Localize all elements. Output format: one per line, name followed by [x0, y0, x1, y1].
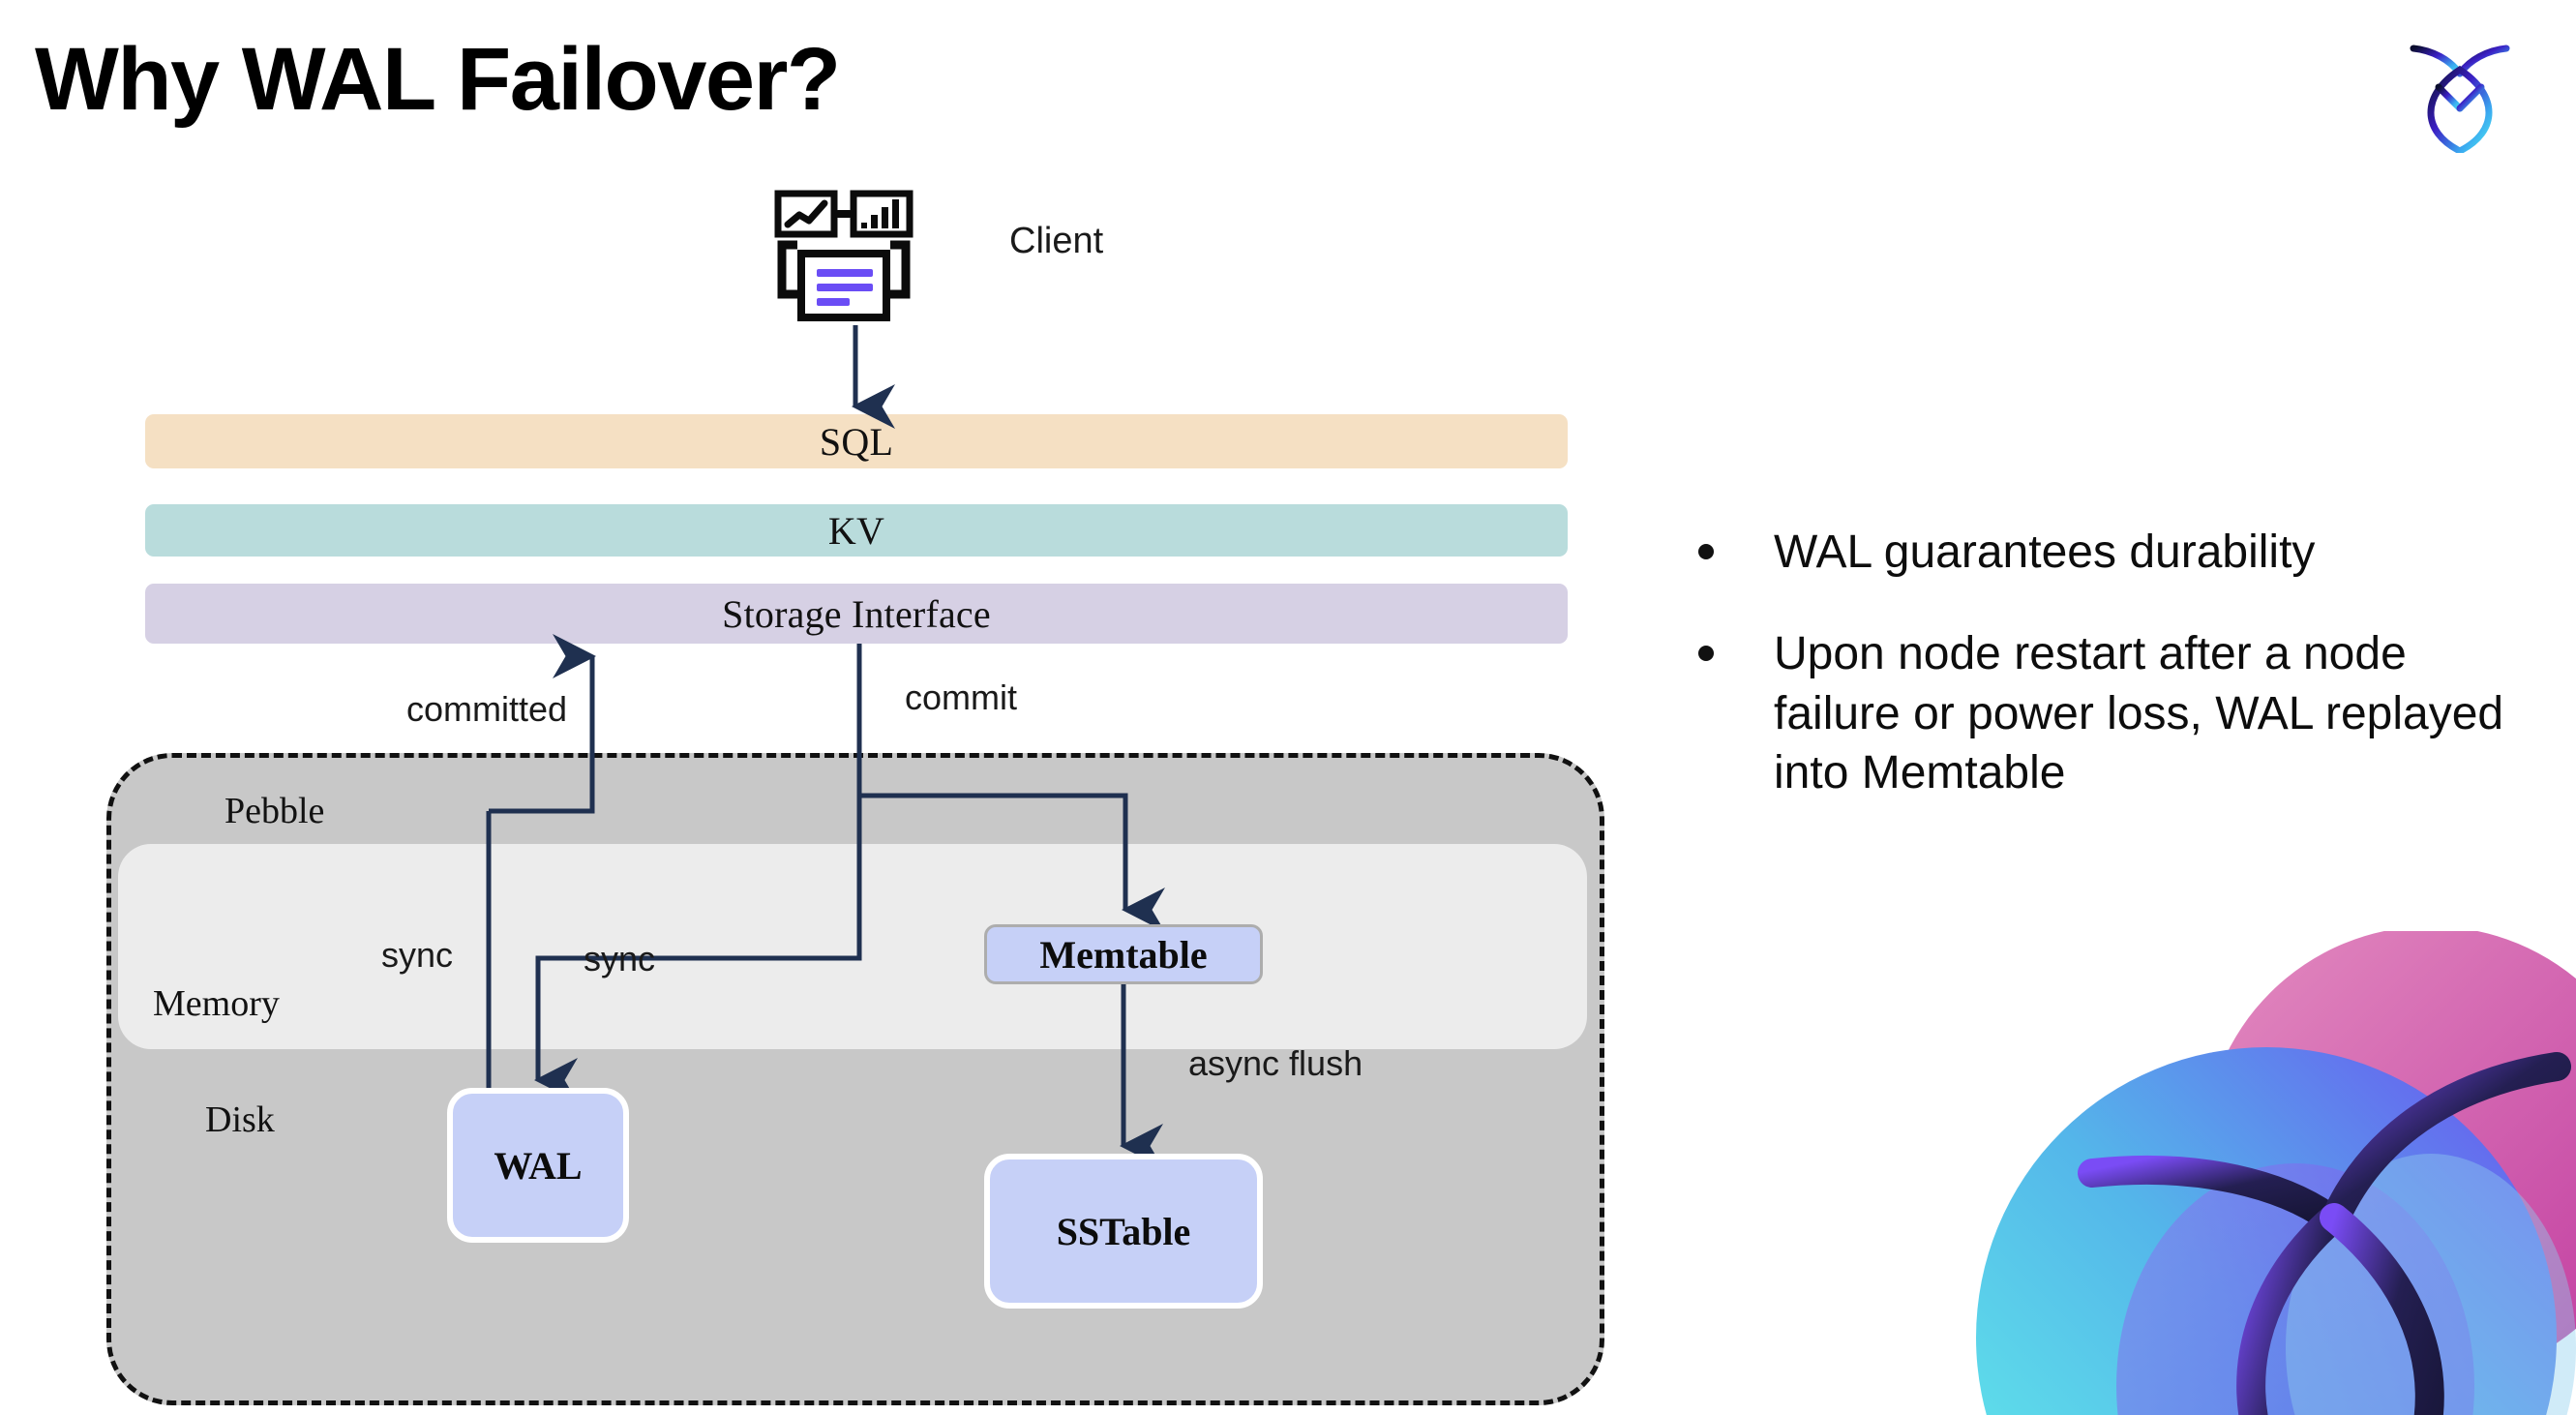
- pebble-label: Pebble: [225, 791, 325, 831]
- bullet-text: Upon node restart after a node failure o…: [1774, 628, 2504, 799]
- bullet-text: WAL guarantees durability: [1774, 527, 2316, 578]
- client-label: Client: [1009, 221, 1104, 261]
- memory-label: Memory: [153, 983, 280, 1024]
- cockroachdb-logo-icon: [2402, 31, 2518, 155]
- memory-container: [118, 844, 1587, 1049]
- edge-label-async-flush: async flush: [1188, 1043, 1363, 1083]
- diagram-edges: [486, 325, 1166, 1169]
- cockroachdb-watermark-icon: [1976, 931, 2576, 1415]
- list-item: Upon node restart after a node failure o…: [1698, 624, 2531, 802]
- bullet-dot-icon: [1698, 544, 1714, 559]
- edge-label-sync-right: sync: [584, 939, 656, 978]
- node-sstable[interactable]: SSTable: [984, 1154, 1263, 1309]
- layer-kv[interactable]: KV: [145, 504, 1568, 557]
- client-dashboard-icon: [774, 190, 929, 325]
- notes-panel: WAL guarantees durability Upon node rest…: [1698, 523, 2531, 846]
- layer-storage-interface[interactable]: Storage Interface: [145, 584, 1568, 644]
- page-title: Why WAL Failover?: [35, 30, 841, 129]
- disk-label: Disk: [205, 1099, 275, 1140]
- node-wal[interactable]: WAL: [447, 1088, 629, 1243]
- list-item: WAL guarantees durability: [1698, 523, 2531, 582]
- node-memtable[interactable]: Memtable: [984, 924, 1263, 984]
- bullet-dot-icon: [1698, 646, 1714, 662]
- architecture-diagram: Client SQL KV Storage Interface Pebble M…: [106, 190, 1604, 1405]
- edge-label-committed: committed: [406, 689, 568, 729]
- edge-label-sync-left: sync: [381, 935, 454, 975]
- edge-label-commit: commit: [905, 677, 1017, 717]
